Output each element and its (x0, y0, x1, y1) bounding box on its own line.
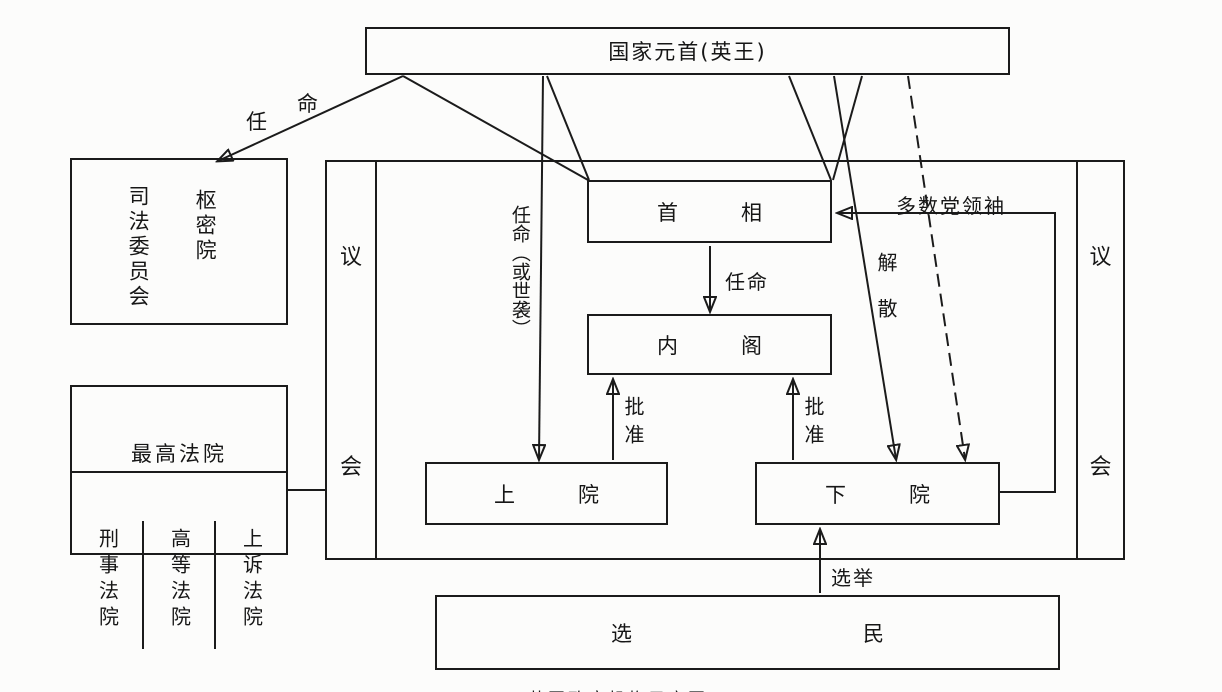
label-appoint-or-hereditary: 任命（或世袭） (508, 205, 531, 338)
label-appoint-char1: 任 (246, 110, 267, 134)
head-of-state-label: 国家元首(英王) (608, 40, 767, 64)
prime-minister-box: 首 相 (587, 180, 832, 243)
cabinet-label: 内 阁 (657, 333, 762, 358)
supreme-court-box: 最高法院 刑事法院 高等法院 上诉法院 (70, 385, 288, 649)
figure-caption: 英国政府机构示意图 (528, 685, 708, 692)
prime-minister-label: 首 相 (657, 200, 762, 225)
parliament-frame: 议 会 议 会 (325, 160, 1125, 560)
label-appoint-cabinet: 任命 (725, 270, 769, 294)
supreme-court-header: 最高法院 (72, 435, 286, 473)
house-of-commons-box: 下 院 (755, 462, 1000, 525)
label-election: 选举 (831, 566, 875, 590)
label-appoint-char2: 命 (297, 92, 318, 116)
house-of-commons-label: 下 院 (825, 482, 930, 507)
parliament-char-top: 议 (339, 245, 362, 270)
house-of-lords-box: 上 院 (425, 462, 668, 525)
privy-council-box: 司法委员会 枢密院 (70, 158, 288, 325)
parliament-char-bottom: 会 (1089, 455, 1112, 480)
privy-council-label: 枢密院 (193, 189, 218, 264)
supreme-court-title: 最高法院 (131, 442, 227, 466)
electorate-box: 选 民 (435, 595, 1060, 670)
appeal-court-label: 上诉法院 (239, 528, 264, 632)
label-approve-commons: 批准 (801, 396, 825, 452)
head-of-state-box: 国家元首(英王) (365, 27, 1010, 75)
electorate-label: 选 民 (611, 621, 884, 646)
parliament-right-strip: 议 会 (1076, 162, 1123, 558)
supreme-court-columns: 刑事法院 高等法院 上诉法院 (72, 521, 286, 649)
parliament-char-bottom: 会 (339, 455, 362, 480)
appeal-court-cell: 上诉法院 (214, 521, 286, 649)
parliament-char-top: 议 (1089, 245, 1112, 270)
judicial-committee-label: 司法委员会 (126, 185, 151, 310)
criminal-court-cell: 刑事法院 (72, 521, 142, 649)
cabinet-box: 内 阁 (587, 314, 832, 375)
label-approve-lords: 批准 (621, 396, 645, 452)
label-dissolve: 解散 (874, 252, 898, 344)
criminal-court-label: 刑事法院 (95, 528, 120, 632)
high-court-label: 高等法院 (167, 528, 192, 632)
label-majority-party-leader: 多数党领袖 (896, 194, 1006, 218)
parliament-left-strip: 议 会 (327, 162, 377, 558)
house-of-lords-label: 上 院 (494, 482, 599, 507)
high-court-cell: 高等法院 (142, 521, 214, 649)
